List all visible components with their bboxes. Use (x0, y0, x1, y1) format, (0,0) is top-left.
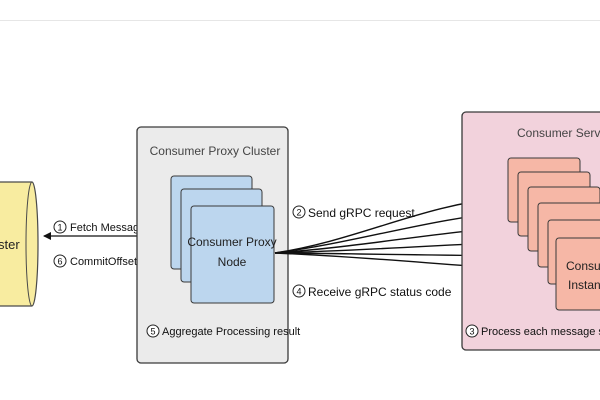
step-5-badge (146, 324, 160, 338)
instance-label-line1: Consum (566, 259, 600, 273)
step-1-label: 1 Fetch Messages (53, 220, 151, 234)
step-6-label: 6 CommitOffsets (53, 254, 143, 268)
step-1-number: 1 (57, 223, 62, 233)
step-5-number: 5 (150, 327, 155, 337)
proxy-node-box (190, 205, 275, 304)
step-3-text: Process each message se (481, 326, 600, 338)
step-6-number: 6 (57, 257, 62, 267)
step-5-text: Aggregate Processing result (162, 326, 300, 338)
proxy-node-label-line2: Node (218, 255, 247, 269)
step-1-badge (53, 220, 67, 234)
step-4-label: 4 Receive gRPC status code (292, 284, 452, 299)
step-3-badge (465, 324, 479, 338)
kafka-cluster: ster (0, 181, 39, 307)
proxy-cluster-title: Consumer Proxy Cluster (150, 144, 281, 158)
proxy-node-label-line1: Consumer Proxy (187, 235, 276, 249)
kafka-cylinder-body (0, 181, 39, 307)
step-4-badge (292, 284, 306, 298)
instance-card-front (555, 237, 600, 311)
step-6-text: CommitOffsets (70, 256, 143, 268)
consumer-service-title: Consumer Service (517, 126, 600, 140)
consumer-service: Consumer Service Consum Instanc 3 Proces… (461, 111, 600, 351)
step-2-text: Send gRPC request (308, 206, 415, 220)
step-1-text: Fetch Messages (70, 222, 151, 234)
kafka-label: ster (0, 237, 20, 252)
kafka-cylinder-rim (25, 181, 33, 307)
step-5-label: 5 Aggregate Processing result (146, 324, 300, 338)
step-2-label: 2 Send gRPC request (292, 205, 415, 220)
step-4-text: Receive gRPC status code (308, 285, 452, 299)
step-6-badge (53, 254, 67, 268)
consumer-proxy-cluster: Consumer Proxy Cluster Consumer Proxy No… (136, 126, 300, 364)
step-2-number: 2 (296, 208, 301, 218)
top-bar (0, 0, 600, 21)
step-4-number: 4 (296, 287, 301, 297)
instance-label-line2: Instanc (568, 278, 600, 292)
step-2-badge (292, 205, 306, 219)
step-3-label: 3 Process each message se (465, 324, 600, 338)
step-3-number: 3 (469, 327, 474, 337)
